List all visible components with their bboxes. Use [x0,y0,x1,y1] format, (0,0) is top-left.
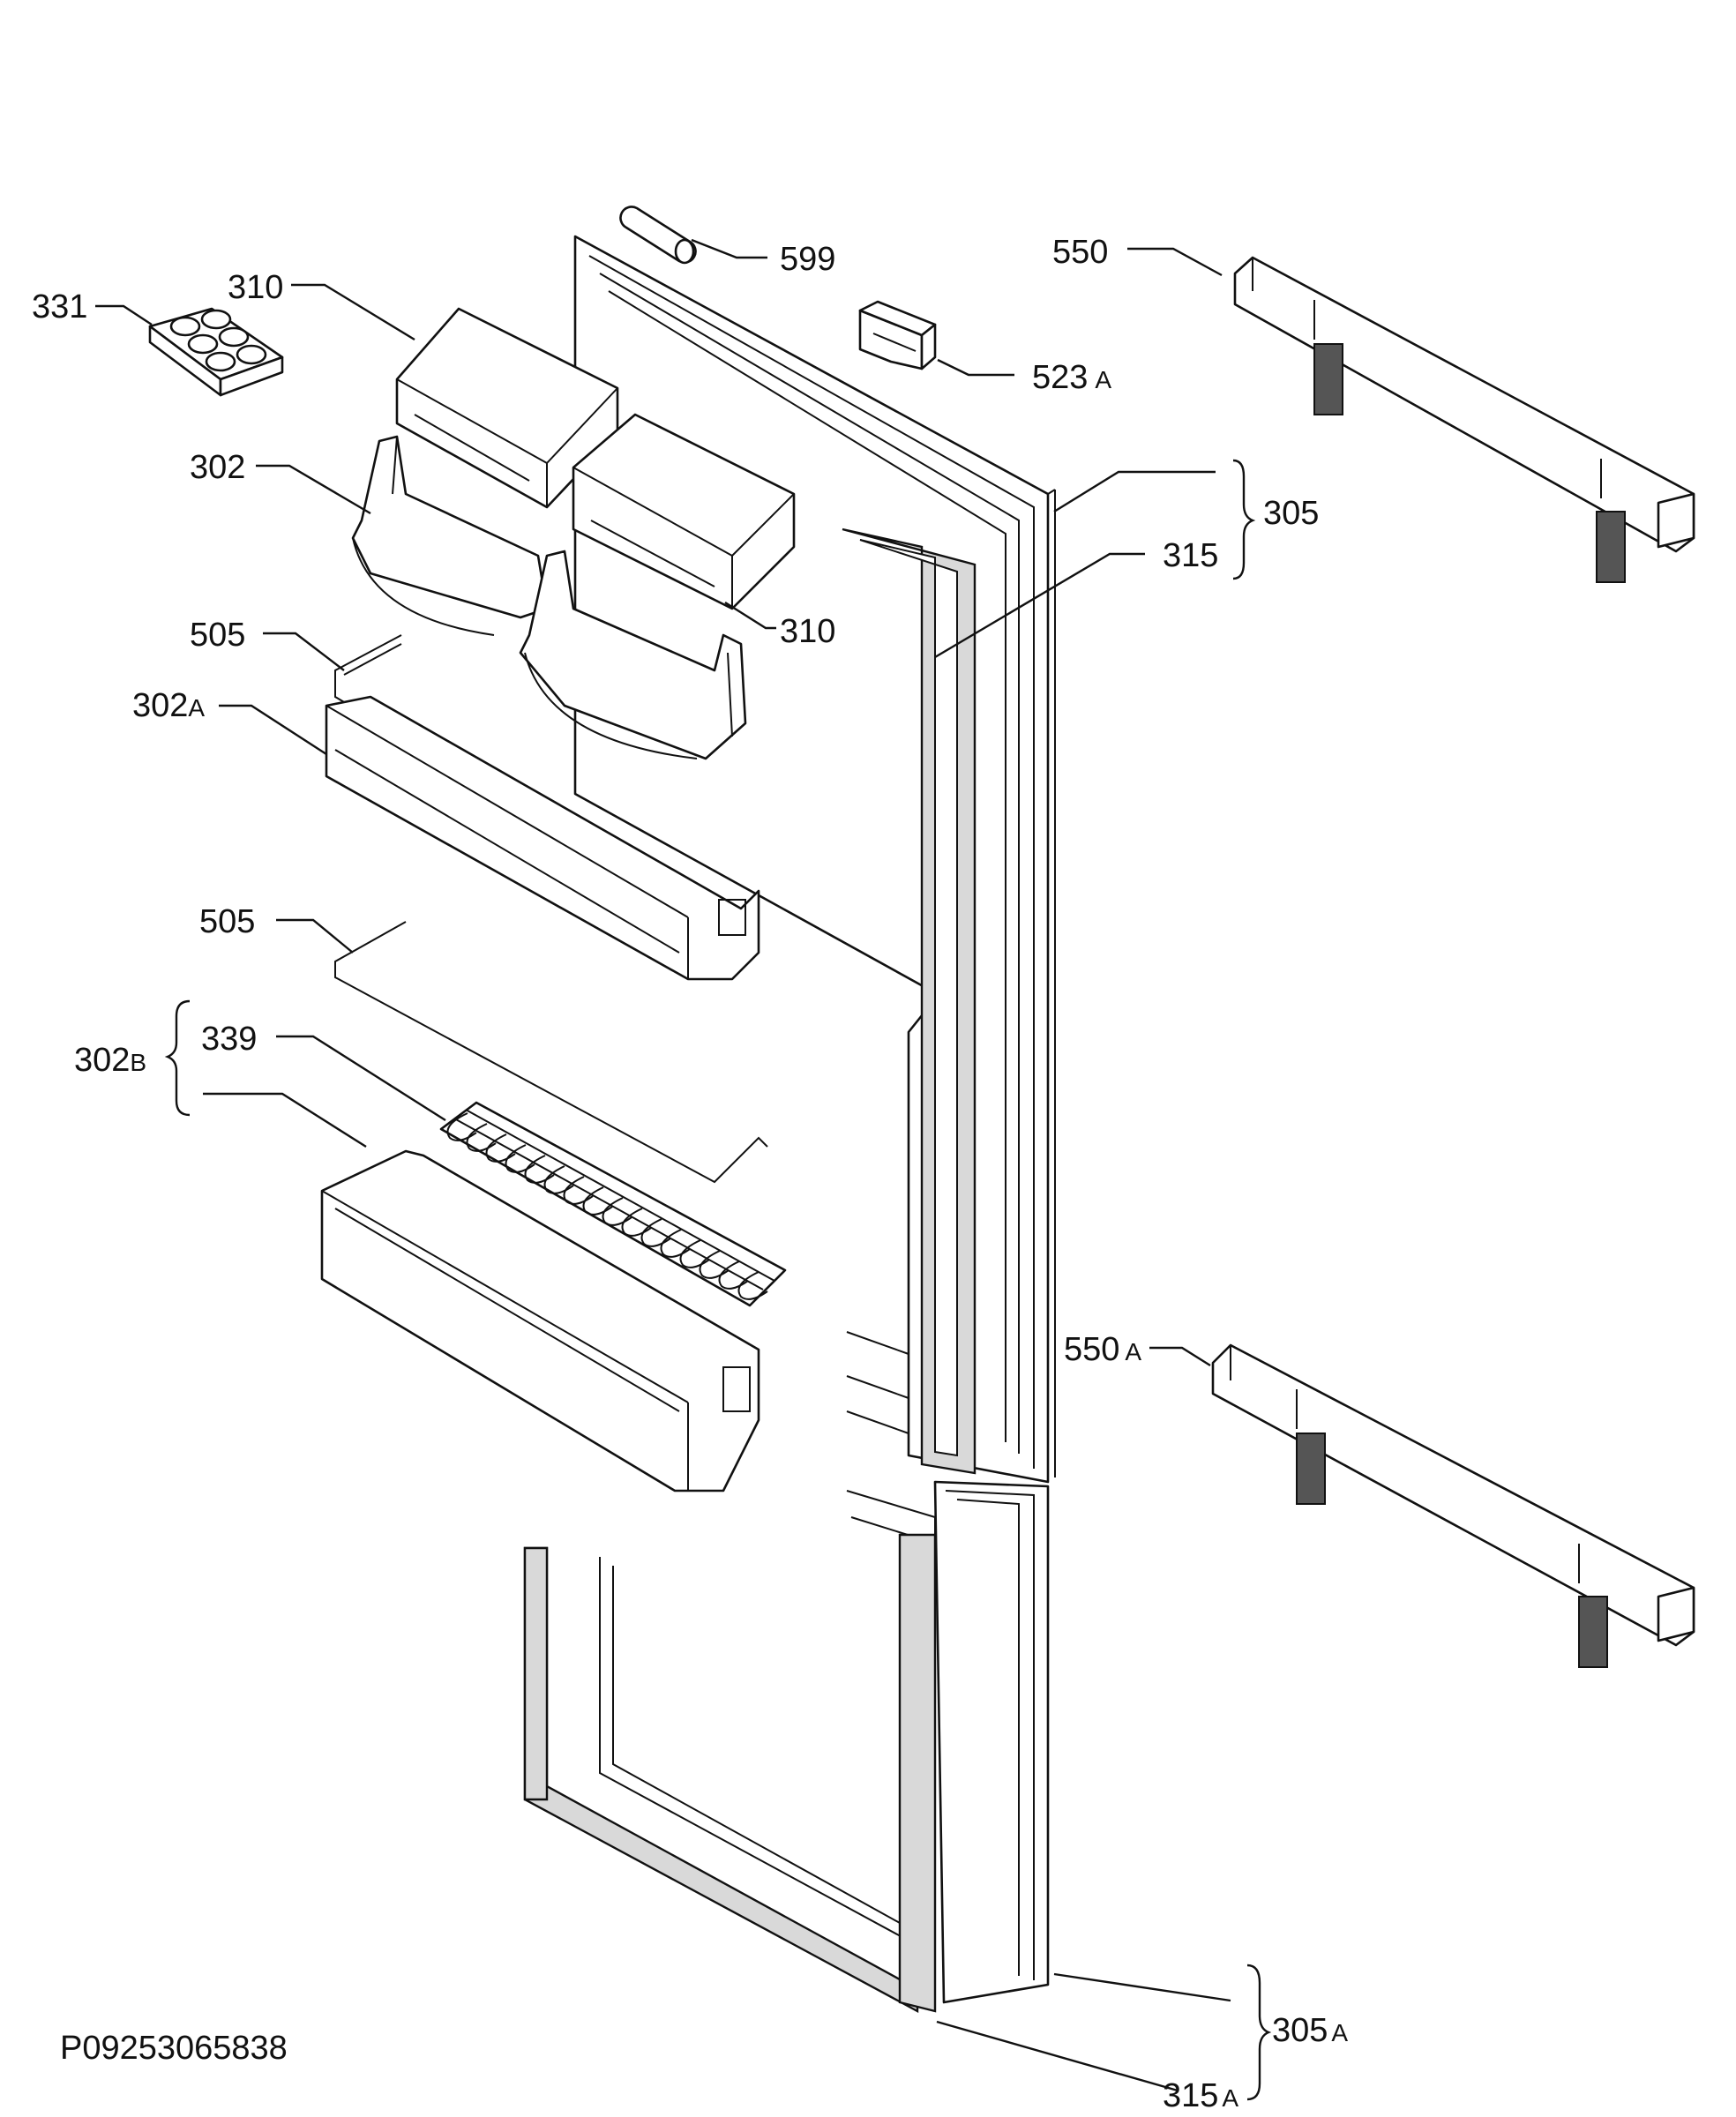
callout-310-upper: 310 [228,269,283,306]
part-550a-handle-lower [1211,1343,1695,1668]
grille-rib [524,1155,555,1184]
grille-rib [485,1133,516,1163]
upper-door-gasket [842,527,976,1475]
grille-rib [563,1176,594,1205]
callout-505-lower: 505 [199,903,255,940]
part-310-box-right [572,413,796,610]
brace-305a [1246,1964,1272,2101]
part-302b-shelf [320,1149,760,1492]
part-331-egg-tray [148,307,284,397]
callout-310-lower: 310 [780,613,835,650]
part-599-pin [619,206,697,265]
grille-rib [737,1271,768,1300]
grille-rib [621,1208,652,1237]
grille-rib [679,1239,710,1268]
grille-rib [660,1229,691,1258]
callout-302: 302 [190,449,245,486]
callout-305: 305 [1263,495,1319,532]
grille-rib [602,1197,632,1226]
part-505-rail-lower [334,921,768,1184]
callout-302a: 302A [132,687,205,724]
callout-550: 550 [1052,234,1108,271]
grille-rib [466,1123,497,1152]
part-550-handle-upper [1233,256,1695,583]
lower-door-gasket [523,1533,937,2014]
grille-rib [505,1144,535,1173]
grille-rib [582,1186,613,1216]
part-339-grille [439,1101,787,1307]
brace-302b [164,999,191,1117]
drawing-number: P09253065838 [60,2030,288,2067]
grille-rib [699,1250,730,1279]
grille-rib [640,1218,671,1247]
part-302a-shelf [325,695,760,981]
brace-305 [1232,459,1256,580]
callout-339: 339 [201,1021,257,1058]
leader-lines [95,238,1231,2092]
callout-599: 599 [780,241,835,278]
part-302-shelf-right [519,550,747,760]
callout-302b: 302B [74,1042,146,1079]
callout-331: 331 [32,288,87,325]
grille-rib [446,1112,477,1141]
grille-rib [718,1260,749,1290]
callout-315: 315 [1163,537,1218,574]
callout-505-upper: 505 [190,617,245,654]
grille-rib [543,1165,574,1194]
part-523a-clip [858,300,937,370]
